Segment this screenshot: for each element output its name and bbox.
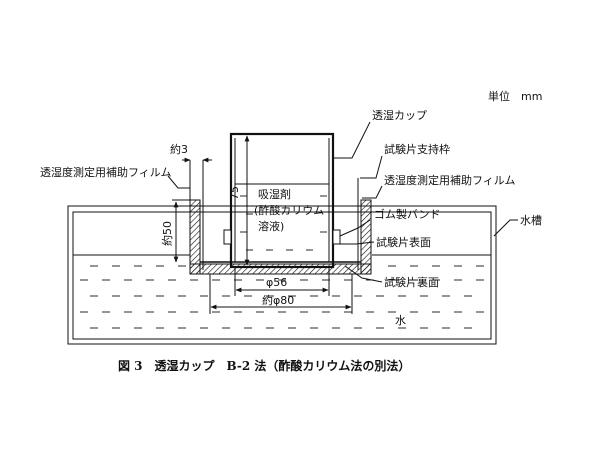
aux-film xyxy=(202,178,359,270)
label-approx50: 約50 xyxy=(160,221,174,246)
figure-caption: 図 3 透湿カップ B-2 法（酢酸カリウム法の別法） xyxy=(118,358,410,373)
label-aux-film-right: 透湿度測定用補助フィルム xyxy=(384,173,516,187)
label-desiccant-2: (酢酸カリウム xyxy=(254,203,324,217)
label-water: 水 xyxy=(395,314,406,327)
label-cup: 透湿カップ xyxy=(372,109,427,122)
label-dim75: 75 xyxy=(228,186,241,200)
label-aux-film-left: 透湿度測定用補助フィルム xyxy=(40,165,172,179)
label-approx3: 約3 xyxy=(170,142,188,156)
label-dia80: 約φ80 xyxy=(262,293,294,307)
label-water-tank: 水槽 xyxy=(520,214,542,227)
water-tank xyxy=(67,205,497,345)
dimensions xyxy=(172,135,353,314)
leader-lines xyxy=(167,121,518,283)
label-dia56: φ56 xyxy=(266,276,287,289)
label-specimen-back: 試験片裏面 xyxy=(384,275,439,289)
label-specimen-front: 試験片表面 xyxy=(376,235,431,249)
specimen xyxy=(199,200,362,265)
cup-body xyxy=(229,132,335,269)
label-desiccant-3: 溶液) xyxy=(258,219,284,233)
label-specimen-holder: 試験片支持枠 xyxy=(384,142,450,156)
label-desiccant-1: 吸湿剤 xyxy=(258,187,291,201)
unit-label: 単位 mm xyxy=(488,89,542,103)
label-rubber-band: ゴム製バンド xyxy=(374,207,441,221)
water-ripples xyxy=(80,265,484,329)
